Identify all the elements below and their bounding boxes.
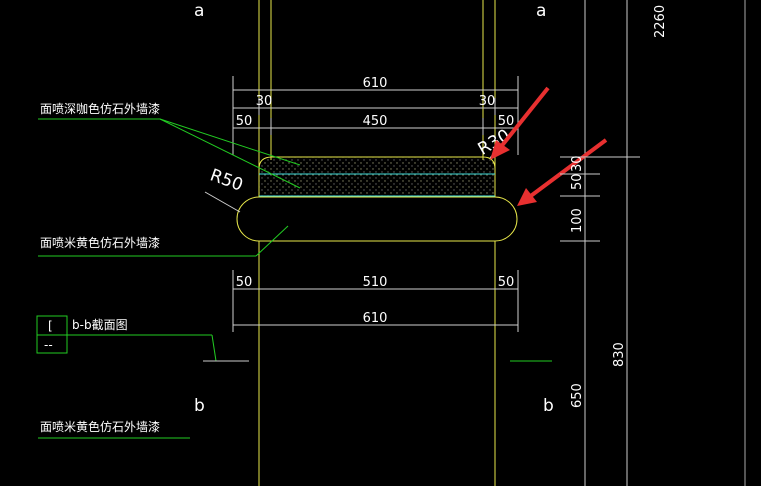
dim-right-100: 100 (570, 208, 585, 233)
dim-right-30: 30 (570, 155, 585, 172)
note-beige-stone-1: 面喷米黄色仿石外墙漆 (40, 236, 160, 250)
dim-top-total: 610 (363, 76, 388, 91)
right-dimensions (560, 156, 640, 242)
section-title: b-b截面图 (72, 318, 128, 332)
section-box-dash: -- (44, 338, 53, 352)
dim-radius-large: R50 (207, 165, 245, 195)
beige-stone-band (236, 196, 518, 242)
leader-beige-stone-1 (38, 225, 289, 257)
axis-label-bottom-left: b (194, 396, 205, 416)
red-arrow-upper (490, 86, 550, 160)
top-dimension-row-2 (233, 98, 518, 115)
dim-right-830: 830 (612, 342, 627, 367)
section-box-bracket: [ (48, 319, 53, 333)
bottom-dimension-row-1 (232, 270, 519, 332)
top-dimension-610 (232, 76, 519, 155)
dim-top-left-inset: 50 (236, 114, 253, 129)
dim-right-2260: 2260 (653, 5, 668, 38)
dim-top-left-offset: 30 (256, 94, 273, 109)
dim-right-650: 650 (570, 383, 585, 408)
dim-top-right-offset: 30 (479, 94, 496, 109)
dim-bottom-right: 50 (498, 275, 515, 290)
axis-label-bottom-right: b (543, 396, 554, 416)
section-symbol (36, 315, 217, 362)
axis-label-top-left: a (194, 1, 204, 21)
leader-dark-stone (38, 118, 301, 189)
dim-bottom-left: 50 (236, 275, 253, 290)
top-dimension-row-3 (233, 118, 518, 135)
radius-leader-large (204, 191, 241, 213)
dim-bottom-middle: 510 (363, 275, 388, 290)
dim-bottom-total: 610 (363, 311, 388, 326)
dim-top-right-inset: 50 (498, 114, 515, 129)
note-dark-stone: 面喷深咖色仿石外墙漆 (40, 101, 160, 116)
red-arrow-lower (517, 138, 608, 206)
dim-right-50: 50 (570, 173, 585, 190)
note-beige-stone-2: 面喷米黄色仿石外墙漆 (40, 420, 160, 434)
dim-top-middle: 450 (363, 114, 388, 129)
axis-label-top-right: a (536, 1, 546, 21)
